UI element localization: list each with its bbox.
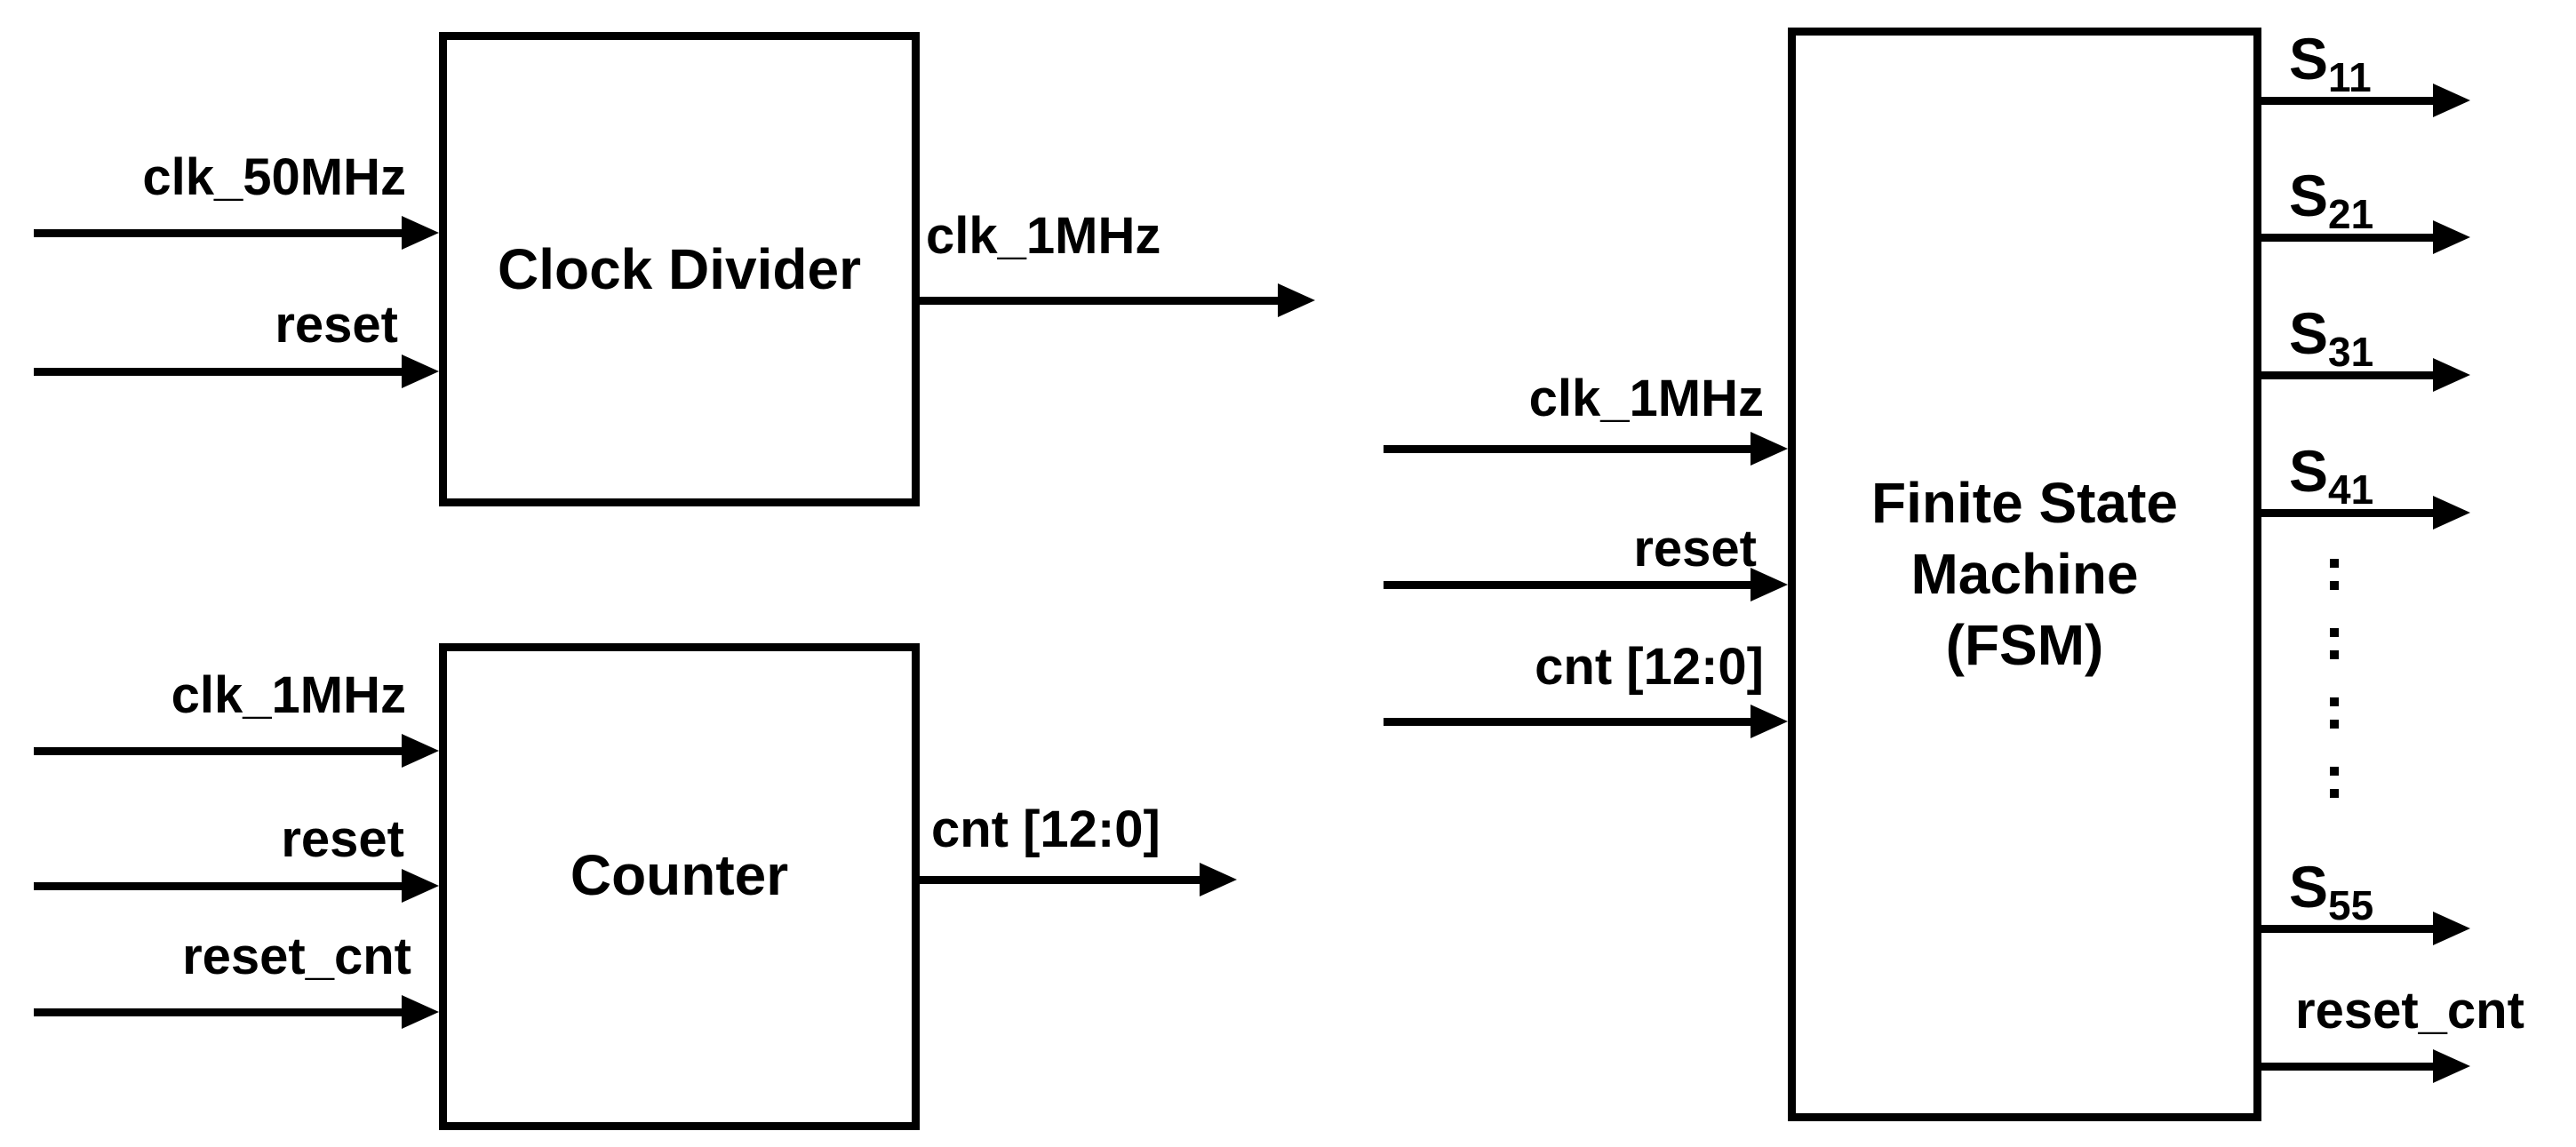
fsm-output-reset-cnt-label: reset_cnt	[2295, 982, 2524, 1039]
s31-subscript: 31	[2328, 329, 2374, 375]
arrowhead-icon	[2433, 84, 2470, 117]
counter-title: Counter	[570, 843, 789, 907]
fsm-output-s55-wire	[2261, 925, 2438, 933]
fsm-cnt-input-label: cnt [12:0]	[1535, 638, 1764, 696]
s21-base: S	[2289, 163, 2329, 228]
s31-base: S	[2289, 300, 2329, 366]
arrowhead-icon	[2433, 220, 2470, 254]
counter-reset-cnt-input-label: reset_cnt	[182, 928, 411, 985]
s21-subscript: 21	[2328, 191, 2374, 237]
fsm-output-s55-label: S55	[2289, 857, 2373, 926]
vertical-ellipsis-dot	[2330, 559, 2339, 568]
fsm-title-line-3: (FSM)	[1945, 613, 2104, 677]
fsm-output-s11-wire	[2261, 97, 2438, 105]
counter-reset-input-label: reset	[281, 810, 404, 868]
vertical-ellipsis-dot	[2330, 581, 2339, 590]
s55-base: S	[2289, 854, 2329, 920]
vertical-ellipsis-dot	[2330, 628, 2339, 637]
vertical-ellipsis-dot	[2330, 720, 2339, 729]
clock-divider-block	[439, 32, 920, 506]
clk-50mhz-input-label: clk_50MHz	[142, 148, 406, 206]
fsm-output-s41-label: S41	[2289, 442, 2373, 510]
fsm-block	[1788, 28, 2261, 1121]
clock-divider-reset-input-wire	[34, 368, 407, 376]
fsm-clk-1mhz-input-wire	[1384, 445, 1758, 453]
arrowhead-icon	[402, 354, 439, 388]
fsm-output-s31-wire	[2261, 371, 2438, 379]
fsm-reset-input-label: reset	[1633, 520, 1757, 577]
arrowhead-icon	[1200, 863, 1237, 896]
clk-50mhz-input-wire	[34, 229, 407, 237]
fsm-output-s21-wire	[2261, 234, 2438, 242]
fsm-output-s11-label: S11	[2289, 29, 2372, 98]
fsm-reset-input-wire	[1384, 581, 1758, 589]
arrowhead-icon	[402, 216, 439, 250]
arrowhead-icon	[1278, 283, 1315, 317]
fsm-output-s21-label: S21	[2289, 166, 2373, 235]
clock-divider-reset-input-label: reset	[275, 296, 398, 354]
arrowhead-icon	[2433, 912, 2470, 945]
vertical-ellipsis-dot	[2330, 650, 2339, 659]
counter-clk-1mhz-input-wire	[34, 747, 407, 755]
s41-subscript: 41	[2328, 466, 2374, 513]
arrowhead-icon	[2433, 496, 2470, 530]
clk-1mhz-output-wire	[920, 297, 1283, 305]
arrowhead-icon	[2433, 358, 2470, 392]
fsm-output-s31-label: S31	[2289, 304, 2373, 372]
arrowhead-icon	[1751, 568, 1788, 601]
vertical-ellipsis-dot	[2330, 697, 2339, 706]
arrowhead-icon	[1751, 705, 1788, 738]
cnt-output-label: cnt [12:0]	[931, 801, 1160, 858]
s11-base: S	[2289, 26, 2329, 92]
counter-clk-1mhz-input-label: clk_1MHz	[171, 666, 406, 724]
s55-subscript: 55	[2328, 882, 2374, 928]
s41-base: S	[2289, 438, 2329, 504]
vertical-ellipsis-dot	[2330, 789, 2339, 798]
counter-reset-cnt-input-wire	[34, 1008, 407, 1016]
arrowhead-icon	[2433, 1049, 2470, 1083]
vertical-ellipsis-dot	[2330, 767, 2339, 776]
cnt-output-wire	[920, 876, 1205, 884]
counter-block	[439, 643, 920, 1130]
fsm-output-reset-cnt-wire	[2261, 1063, 2438, 1071]
fsm-title-line-1: Finite State	[1871, 471, 2178, 535]
arrowhead-icon	[402, 995, 439, 1029]
fsm-clk-1mhz-input-label: clk_1MHz	[1528, 370, 1764, 427]
counter-reset-input-wire	[34, 882, 407, 890]
arrowhead-icon	[402, 734, 439, 768]
clock-divider-title: Clock Divider	[497, 237, 862, 301]
clk-1mhz-output-label: clk_1MHz	[926, 207, 1161, 265]
arrowhead-icon	[1751, 432, 1788, 466]
s11-subscript: 11	[2328, 54, 2372, 100]
fsm-title-line-2: Machine	[1910, 542, 2139, 606]
fsm-cnt-input-wire	[1384, 718, 1758, 726]
arrowhead-icon	[402, 869, 439, 903]
fsm-output-s41-wire	[2261, 509, 2438, 517]
